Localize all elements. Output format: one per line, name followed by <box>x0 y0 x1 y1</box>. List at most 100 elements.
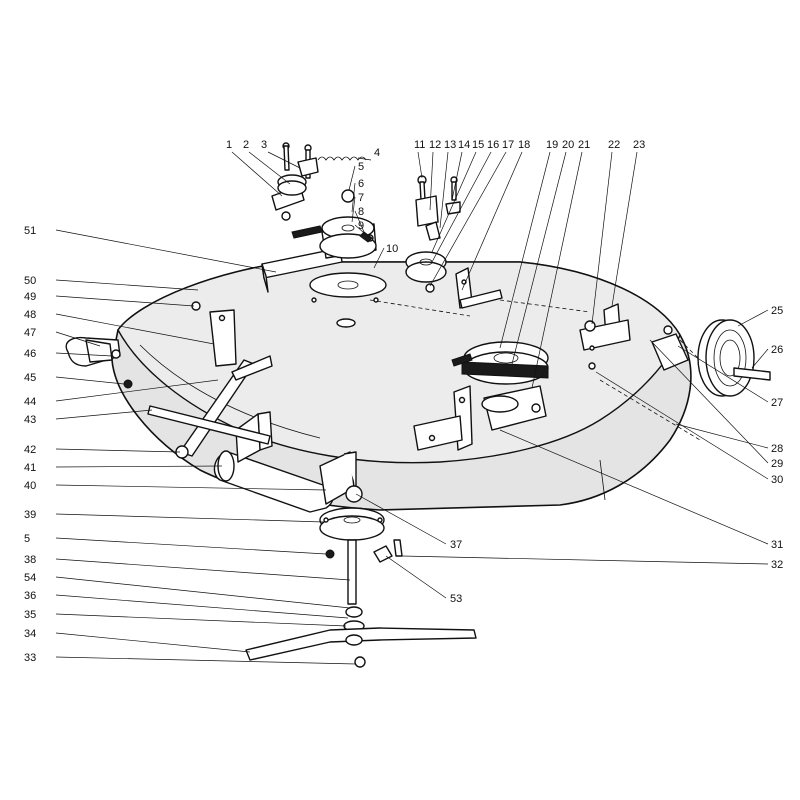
callout-leader-31 <box>499 429 769 545</box>
callout-label-22: 22 <box>608 139 620 151</box>
callout-label-31: 31 <box>771 539 783 551</box>
callout-leader-7 <box>351 196 356 223</box>
idler-support-bracket <box>261 247 343 293</box>
callout-leader-44 <box>55 379 219 402</box>
callout-label-18: 18 <box>518 139 530 151</box>
callout-leader-6 <box>351 182 356 213</box>
axle-rod <box>147 405 271 445</box>
callout-label-46: 46 <box>24 348 36 360</box>
callout-label-4: 4 <box>374 147 380 159</box>
callout-label-14: 14 <box>458 139 470 151</box>
callout-leader-39 <box>55 513 325 523</box>
callout-leader-16 <box>431 151 492 263</box>
callout-leader-15 <box>431 151 477 253</box>
callout-label-30: 30 <box>771 474 783 486</box>
callout-leader-10 <box>373 247 385 269</box>
callout-leader-5 <box>348 165 356 191</box>
upright-bracket-right <box>579 303 631 370</box>
callout-leader-12 <box>429 151 434 211</box>
spacer-parts <box>359 231 373 243</box>
callout-label-8: 8 <box>358 206 364 218</box>
callout-label-50: 50 <box>24 275 36 287</box>
callout-leader-33 <box>55 656 357 665</box>
callout-leader-4 <box>357 157 372 161</box>
callout-label-43: 43 <box>24 414 36 426</box>
mower-deck-housing <box>111 261 692 511</box>
callout-leader-54 <box>55 576 351 609</box>
callout-label-34: 34 <box>24 628 36 640</box>
callout-label-29: 29 <box>771 458 783 470</box>
spindle-pulley-assembly <box>451 341 549 431</box>
callout-leader-13 <box>439 151 449 229</box>
callout-label-15: 15 <box>472 139 484 151</box>
callout-label-32: 32 <box>771 559 783 571</box>
callout-label-47: 47 <box>24 327 36 339</box>
callout-leader-3 <box>267 151 301 169</box>
callout-label-21: 21 <box>578 139 590 151</box>
callout-leader-8 <box>354 210 365 233</box>
callout-leader-51 <box>55 229 277 273</box>
callout-label-33: 33 <box>24 652 36 664</box>
callout-label-10: 10 <box>386 243 398 255</box>
callout-label-48: 48 <box>24 309 36 321</box>
callout-leader-38 <box>55 558 351 581</box>
callout-label-28: 28 <box>771 443 783 455</box>
callout-label-17: 17 <box>502 139 514 151</box>
callout-leader-47 <box>55 331 101 347</box>
callout-label-54: 54 <box>24 572 36 584</box>
callout-leader-26 <box>751 348 769 369</box>
callout-label-5: 5 <box>358 161 364 173</box>
callout-label-12: 12 <box>429 139 441 151</box>
callout-leader-17 <box>429 151 507 287</box>
callout-leader-14 <box>451 151 463 201</box>
callout-label-53: 53 <box>450 593 462 605</box>
callout-label-40: 40 <box>24 480 36 492</box>
callout-label-45: 45 <box>24 372 36 384</box>
callout-label-13: 13 <box>444 139 456 151</box>
callout-leader-40 <box>55 484 327 491</box>
callout-label-35: 35 <box>24 609 36 621</box>
callout-label-37: 37 <box>450 539 462 551</box>
callout-leader-49 <box>55 295 195 307</box>
callout-label-5: 5 <box>24 533 30 545</box>
callout-leader-35 <box>55 613 347 627</box>
callout-leader-25 <box>737 309 769 327</box>
callout-label-49: 49 <box>24 291 36 303</box>
callout-label-9: 9 <box>358 220 364 232</box>
callout-leader-48 <box>55 313 215 345</box>
callout-leader-30 <box>595 371 769 480</box>
callout-leader-19 <box>499 151 551 349</box>
callout-label-26: 26 <box>771 344 783 356</box>
callout-label-27: 27 <box>771 397 783 409</box>
callout-label-16: 16 <box>487 139 499 151</box>
deck-side-bracket <box>191 301 237 367</box>
callout-label-11: 11 <box>414 139 425 151</box>
callout-label-42: 42 <box>24 444 36 456</box>
callout-leader-32 <box>401 555 769 565</box>
center-pulley-assembly <box>291 189 387 328</box>
callout-label-25: 25 <box>771 305 783 317</box>
callout-leader-43 <box>55 409 153 420</box>
callout-label-3: 3 <box>261 139 267 151</box>
callout-leader-42 <box>55 448 181 453</box>
callout-label-41: 41 <box>24 462 36 474</box>
callout-label-2: 2 <box>243 139 249 151</box>
callout-leader-45 <box>55 376 125 385</box>
callout-label-6: 6 <box>358 178 364 190</box>
callout-label-7: 7 <box>358 192 364 204</box>
callout-leader-2 <box>248 151 291 185</box>
callout-label-23: 23 <box>633 139 645 151</box>
callout-leader-46 <box>55 352 113 357</box>
callout-leader-37 <box>355 493 447 545</box>
spindle-blade-assembly <box>245 485 477 668</box>
callout-leader-53 <box>385 555 447 599</box>
callout-label-39: 39 <box>24 509 36 521</box>
alignment-line <box>369 299 471 317</box>
callout-leader-36 <box>55 594 349 619</box>
callout-leader-41 <box>55 465 223 468</box>
callout-leader-27 <box>677 345 769 403</box>
callout-leader-21 <box>531 151 583 389</box>
